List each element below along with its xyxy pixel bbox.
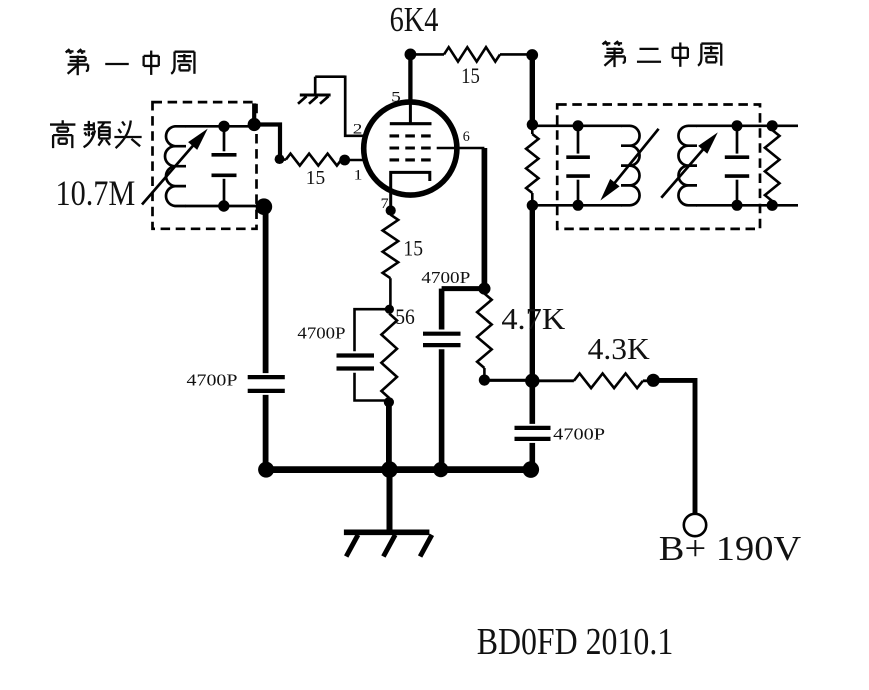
svg-text:15: 15 bbox=[403, 235, 423, 260]
svg-text:2: 2 bbox=[353, 121, 363, 137]
svg-text:6: 6 bbox=[463, 129, 470, 145]
svg-text:4700P: 4700P bbox=[187, 371, 238, 390]
svg-text:6K4: 6K4 bbox=[390, 0, 439, 39]
svg-text:BD0FD 2010.1: BD0FD 2010.1 bbox=[477, 621, 674, 663]
svg-text:4.3K: 4.3K bbox=[588, 331, 651, 366]
svg-text:15: 15 bbox=[306, 167, 325, 189]
svg-text:5: 5 bbox=[391, 90, 401, 106]
svg-text:4700P: 4700P bbox=[297, 323, 345, 342]
svg-text:4700P: 4700P bbox=[553, 425, 605, 444]
svg-text:4.7K: 4.7K bbox=[501, 301, 566, 336]
svg-text:10.7M: 10.7M bbox=[56, 173, 136, 213]
svg-text:1: 1 bbox=[354, 167, 363, 183]
svg-text:4700P: 4700P bbox=[421, 268, 470, 287]
svg-text:7: 7 bbox=[381, 196, 389, 212]
svg-text:56: 56 bbox=[395, 304, 415, 329]
svg-text:B+ 190V: B+ 190V bbox=[659, 529, 801, 568]
svg-text:15: 15 bbox=[461, 63, 480, 88]
